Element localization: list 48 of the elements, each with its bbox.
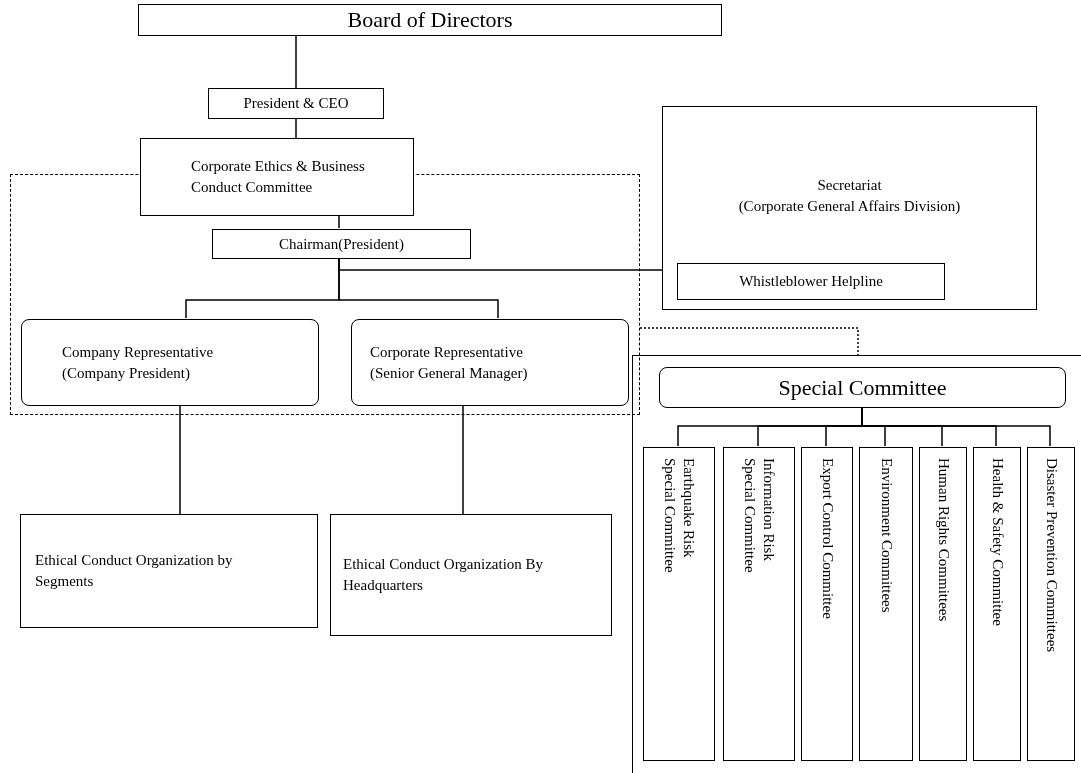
committee-box — [973, 447, 1021, 761]
box-label: (Senior General Manager) — [370, 363, 529, 383]
group-outline — [632, 355, 1081, 773]
box-label: Ethical Conduct Organization By Headquarters — [343, 555, 545, 595]
box-label: Environment Committees — [877, 458, 896, 613]
committee-box — [723, 447, 795, 761]
connector-line — [639, 327, 859, 356]
box-label: President & CEO — [242, 94, 350, 113]
box-label: Information Risk Special Committee — [741, 458, 778, 575]
box-label: Human Rights Committees — [934, 458, 953, 622]
org-box — [138, 4, 722, 36]
connector-line — [338, 215, 340, 229]
box-label: Disaster Prevention Committees — [1042, 458, 1061, 653]
box-label: (Corporate General Affairs Division) — [737, 197, 962, 216]
org-box — [659, 367, 1066, 408]
group-outline — [10, 174, 640, 415]
connector-line — [295, 118, 297, 139]
connector-line — [179, 404, 181, 515]
box-label: Secretariat — [816, 176, 883, 195]
box-label: Ethical Conduct Organization by Segments — [35, 551, 234, 591]
org-box — [212, 229, 471, 259]
committee-box — [919, 447, 967, 761]
committee-box — [859, 447, 913, 761]
org-box — [662, 106, 1037, 310]
org-box — [208, 88, 384, 119]
org-box — [140, 138, 414, 216]
box-label: Board of Directors — [346, 6, 514, 34]
box-label: (Company President) — [62, 363, 191, 383]
committee-box — [801, 447, 853, 761]
org-box — [20, 514, 318, 628]
box-label: Earthquake Risk Special Committee — [661, 458, 698, 575]
box-label: Whistleblower Helpline — [738, 272, 884, 291]
committee-box — [1027, 447, 1075, 761]
org-box — [21, 319, 319, 406]
connector-line — [338, 257, 499, 319]
connector-line — [295, 35, 297, 89]
box-label: Chairman(President) — [278, 234, 405, 254]
box-label: Corporate Representative — [370, 342, 524, 362]
org-box — [351, 319, 629, 406]
committee-box — [643, 447, 715, 761]
org-box — [677, 263, 945, 300]
connector-line — [462, 404, 464, 515]
box-label: Company Representative — [62, 342, 215, 362]
org-box — [330, 514, 612, 636]
box-label: Health & Safety Committee — [988, 458, 1007, 626]
box-label: Corporate Ethics & Business Conduct Committee — [191, 157, 366, 197]
box-label: Export Control Committee — [818, 458, 837, 619]
box-label: Special Committee — [777, 373, 948, 402]
